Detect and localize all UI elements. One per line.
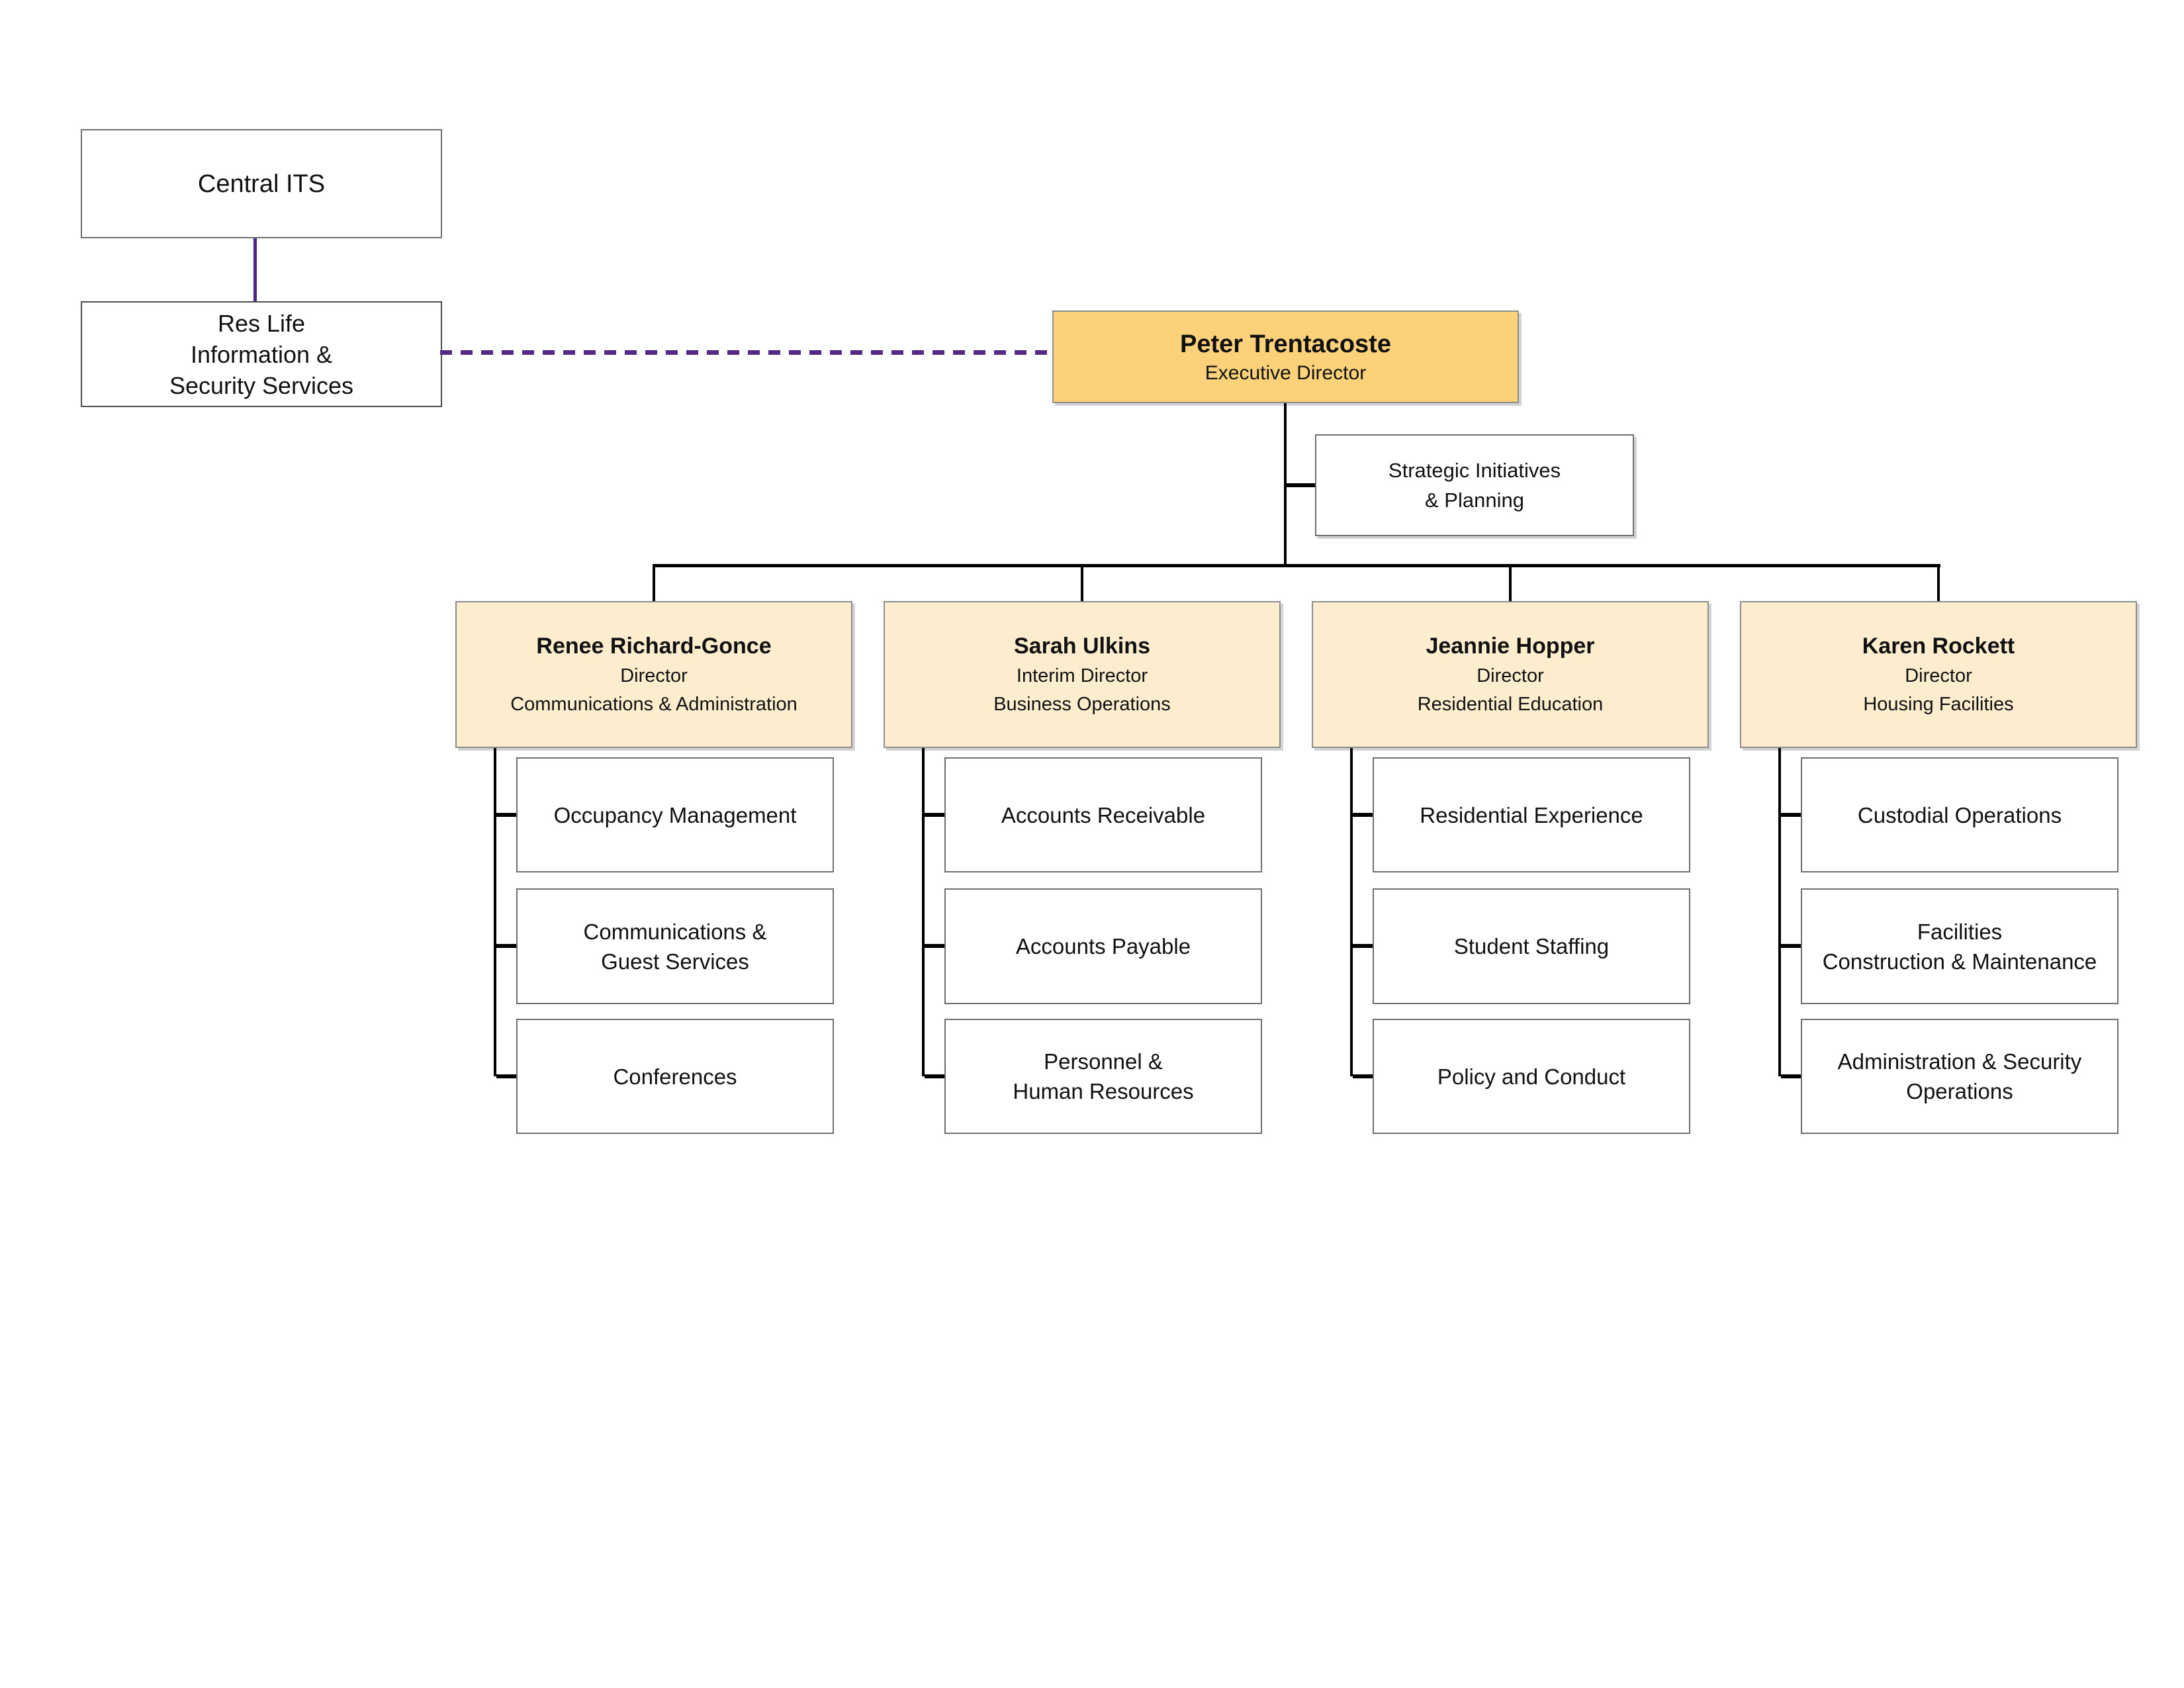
- report-box-personnel-human-resources: Personnel & Human Resources: [944, 1019, 1262, 1134]
- connector-col3-stub2: [1353, 944, 1373, 948]
- report-label-line: Student Staffing: [1453, 934, 1610, 959]
- central-its-box: Central ITS: [81, 129, 442, 238]
- director-title: Director: [620, 665, 688, 686]
- director-box-housing-facilities: Karen Rockett Director Housing Facilitie…: [1740, 601, 2137, 748]
- report-box-occupancy-management: Occupancy Management: [516, 757, 834, 872]
- connector-col3-spine: [1350, 748, 1353, 1076]
- res-life-line: Security Services: [169, 371, 354, 399]
- director-name: Sarah Ulkins: [1014, 633, 1150, 659]
- connector-col2-stub3: [925, 1074, 944, 1078]
- connector-drop-col4: [1937, 564, 1940, 601]
- strategic-line: Strategic Initiatives: [1388, 459, 1561, 482]
- report-label-line: Occupancy Management: [553, 802, 797, 827]
- director-dept: Business Operations: [993, 694, 1171, 715]
- report-box-custodial-operations: Custodial Operations: [1801, 757, 2118, 872]
- connector-drop-col2: [1081, 564, 1083, 601]
- connector-col4-stub2: [1781, 944, 1801, 948]
- connector-col1-stub1: [496, 813, 516, 817]
- central-its-label: Central ITS: [197, 169, 326, 198]
- executive-title: Executive Director: [1205, 362, 1367, 384]
- connector-col2-stub2: [925, 944, 944, 948]
- connector-col1-stub2: [496, 944, 516, 948]
- connector-drop-col1: [653, 564, 655, 601]
- report-label-line: Administration & Security: [1837, 1049, 2082, 1074]
- connector-main-rail: [653, 564, 1940, 567]
- report-label-line: Conferences: [613, 1064, 737, 1089]
- director-title: Director: [1477, 665, 1544, 686]
- connector-central-to-reslife: [253, 238, 257, 301]
- connector-col4-stub1: [1781, 813, 1801, 817]
- report-label-line: Policy and Conduct: [1437, 1064, 1626, 1089]
- executive-name: Peter Trentacoste: [1180, 330, 1391, 358]
- director-box-business-operations: Sarah Ulkins Interim Director Business O…: [884, 601, 1281, 748]
- report-label-line: Communications &: [583, 919, 767, 944]
- connector-strategic-stub: [1285, 483, 1316, 487]
- report-box-accounts-payable: Accounts Payable: [944, 888, 1262, 1004]
- director-box-communications: Renee Richard-Gonce Director Communicati…: [455, 601, 852, 748]
- director-title: Director: [1905, 665, 1972, 686]
- connector-dashed-reslife-to-executive: [440, 350, 1052, 355]
- director-name: Renee Richard-Gonce: [536, 633, 772, 659]
- report-label-line: Accounts Payable: [1015, 934, 1191, 959]
- connector-drop-col3: [1509, 564, 1512, 601]
- strategic-box: Strategic Initiatives & Planning: [1315, 434, 1634, 536]
- report-label-line: Operations: [1906, 1079, 2013, 1103]
- report-box-residential-experience: Residential Experience: [1373, 757, 1690, 872]
- connector-col4-spine: [1778, 748, 1781, 1076]
- connector-col3-stub3: [1353, 1074, 1373, 1078]
- report-label-line: Custodial Operations: [1857, 802, 2062, 827]
- report-box-communications-guest-services: Communications & Guest Services: [516, 888, 834, 1004]
- report-label-line: Residential Experience: [1420, 802, 1643, 827]
- director-dept: Communications & Administration: [510, 694, 797, 715]
- report-box-administration-security-operations: Administration & Security Operations: [1801, 1019, 2118, 1134]
- connector-col1-spine: [494, 748, 496, 1076]
- res-life-line: Information &: [190, 340, 333, 368]
- director-dept: Residential Education: [1417, 694, 1604, 715]
- report-label-line: Facilities: [1917, 919, 2003, 944]
- report-box-policy-and-conduct: Policy and Conduct: [1373, 1019, 1690, 1134]
- connector-col2-stub1: [925, 813, 944, 817]
- report-label-line: Personnel &: [1044, 1049, 1163, 1074]
- res-life-line: Res Life: [217, 309, 306, 337]
- director-name: Jeannie Hopper: [1426, 633, 1595, 659]
- report-box-accounts-receivable: Accounts Receivable: [944, 757, 1262, 872]
- report-box-conferences: Conferences: [516, 1019, 834, 1134]
- res-life-box: Res Life Information & Security Services: [81, 301, 442, 407]
- connector-col1-stub3: [496, 1074, 516, 1078]
- report-label-line: Accounts Receivable: [1001, 802, 1206, 827]
- report-label-line: Human Resources: [1013, 1079, 1194, 1103]
- connector-col4-stub3: [1781, 1074, 1801, 1078]
- director-name: Karen Rockett: [1862, 633, 2015, 659]
- connector-col2-spine: [922, 748, 925, 1076]
- director-dept: Housing Facilities: [1863, 694, 2014, 715]
- director-title: Interim Director: [1016, 665, 1148, 686]
- report-label-line: Guest Services: [601, 949, 749, 974]
- executive-box: Peter Trentacoste Executive Director: [1052, 310, 1519, 403]
- strategic-line: & Planning: [1425, 489, 1524, 512]
- connector-col3-stub1: [1353, 813, 1373, 817]
- report-label-line: Construction & Maintenance: [1822, 949, 2097, 974]
- report-box-student-staffing: Student Staffing: [1373, 888, 1690, 1004]
- director-box-residential-education: Jeannie Hopper Director Residential Educ…: [1312, 601, 1709, 748]
- report-box-facilities-construction-maintenance: Facilities Construction & Maintenance: [1801, 888, 2118, 1004]
